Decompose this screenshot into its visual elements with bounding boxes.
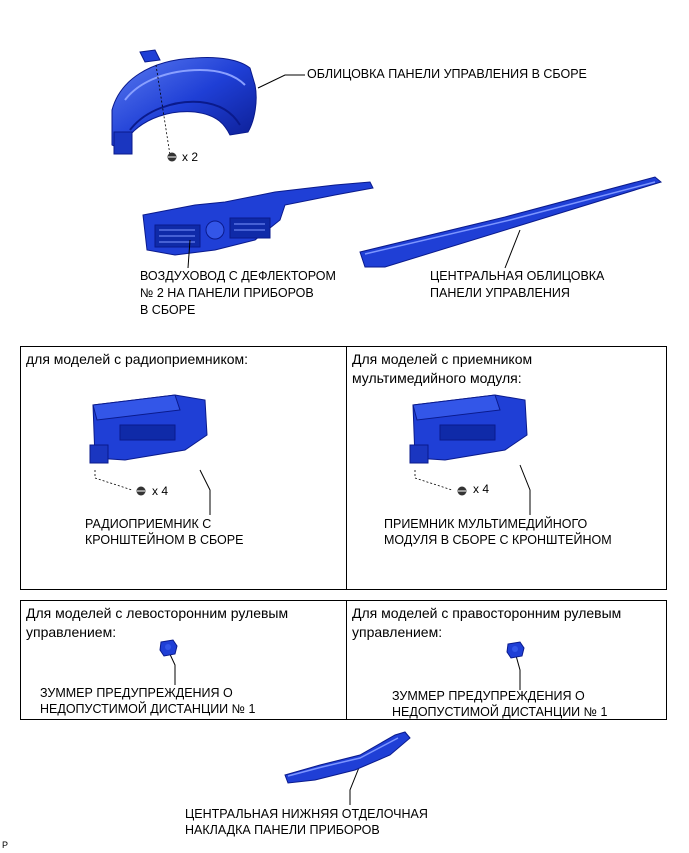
radio-qty: x 4: [152, 484, 169, 498]
lhd-header-1: Для моделей с левосторонним рулевым: [26, 605, 289, 621]
lhd-header-2: управлением:: [26, 624, 117, 640]
rhd-box: [346, 600, 667, 720]
cluster-finish-panel-label: ОБЛИЦОВКА ПАНЕЛИ УПРАВЛЕНИЯ В СБОРЕ: [307, 67, 587, 81]
center-finish-panel-illustration: [359, 176, 663, 268]
center-lower-garnish-label-1: ЦЕНТРАЛЬНАЯ НИЖНЯЯ ОТДЕЛОЧНАЯ: [185, 807, 428, 821]
multimedia-box: [346, 346, 667, 590]
radio-label-2: КРОНШТЕЙНОМ В СБОРЕ: [85, 533, 244, 547]
buzzer-illustration-lhd: [159, 639, 178, 657]
multimedia-label-1: ПРИЕМНИК МУЛЬТИМЕДИЙНОГО: [384, 517, 588, 531]
rhd-label-2: НЕДОПУСТИМОЙ ДИСТАНЦИИ № 1: [392, 705, 608, 719]
cluster-finish-panel-qty: x 2: [182, 150, 199, 164]
rhd-header-1: Для моделей с правосторонним рулевым: [352, 605, 622, 621]
multimedia-box-header-1: Для моделей с приемником: [352, 351, 533, 367]
footer-code: P: [2, 840, 9, 850]
cluster-finish-panel-illustration: [111, 49, 257, 156]
multimedia-box-header-2: мультимедийного модуля:: [352, 370, 522, 386]
center-finish-panel-label-2: ПАНЕЛИ УПРАВЛЕНИЯ: [430, 286, 570, 300]
lhd-label-2: НЕДОПУСТИМОЙ ДИСТАНЦИИ № 1: [40, 702, 256, 716]
multimedia-label-2: МОДУЛЯ В СБОРЕ С КРОНШТЕЙНОМ: [384, 533, 612, 547]
air-duct-label-1: ВОЗДУХОВОД С ДЕФЛЕКТОРОМ: [140, 269, 336, 283]
radio-illustration: [89, 394, 208, 464]
screw-icon: [457, 486, 467, 496]
rhd-header-2: управлением:: [352, 624, 443, 640]
multimedia-qty: x 4: [473, 482, 490, 496]
air-duct-label-3: В СБОРЕ: [140, 303, 196, 317]
screw-icon: [136, 486, 146, 496]
screw-icon: [167, 152, 177, 162]
lhd-label-1: ЗУММЕР ПРЕДУПРЕЖДЕНИЯ О: [40, 686, 233, 700]
buzzer-illustration-rhd: [506, 641, 525, 659]
center-lower-garnish-illustration: [284, 731, 411, 784]
radio-box-header: для моделей с радиоприемником:: [26, 351, 249, 367]
rhd-label-1: ЗУММЕР ПРЕДУПРЕЖДЕНИЯ О: [392, 689, 585, 703]
multimedia-illustration: [409, 394, 528, 464]
center-lower-garnish-label-2: НАКЛАДКА ПАНЕЛИ ПРИБОРОВ: [185, 823, 380, 837]
air-duct-label-2: № 2 НА ПАНЕЛИ ПРИБОРОВ: [140, 286, 314, 300]
air-duct-illustration: [142, 181, 374, 256]
center-finish-panel-label-1: ЦЕНТРАЛЬНАЯ ОБЛИЦОВКА: [430, 269, 605, 283]
radio-label-1: РАДИОПРИЕМНИК С: [85, 517, 212, 531]
